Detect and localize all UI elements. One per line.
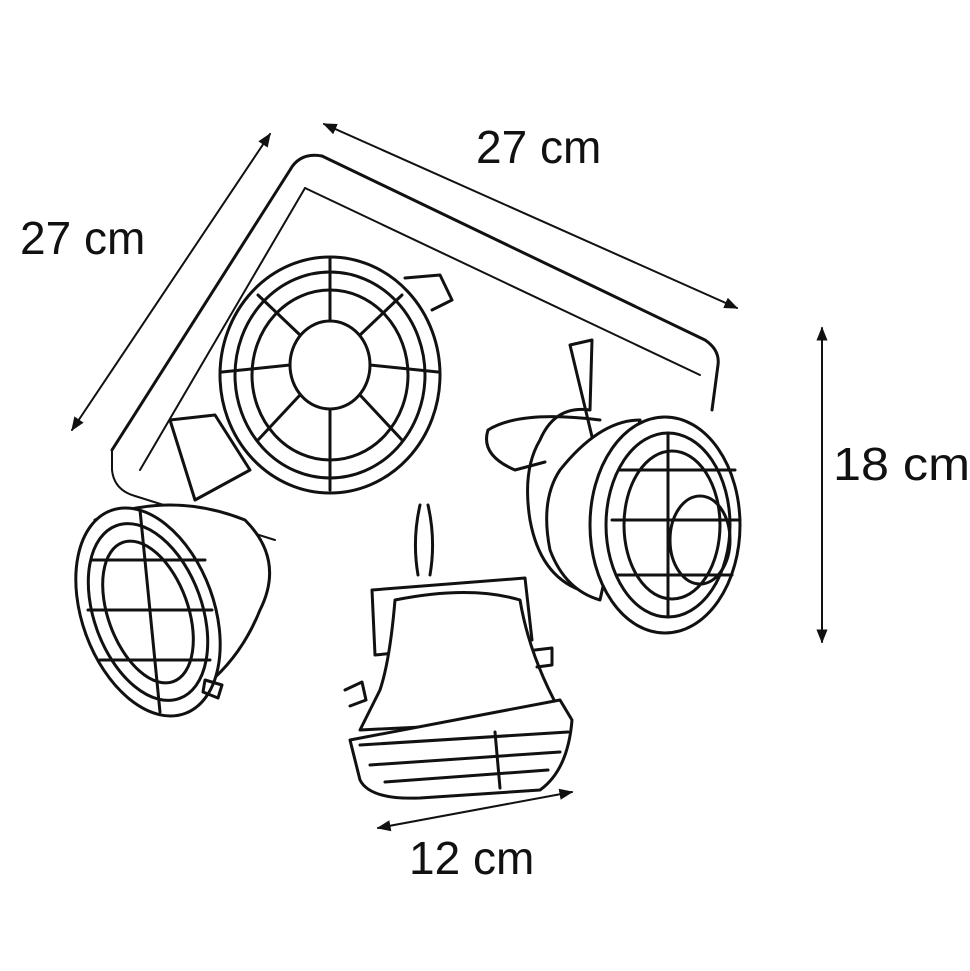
depth-label: 27 cm (20, 212, 145, 264)
dimension-arrows (71, 123, 828, 832)
height-label: 18 cm (833, 438, 970, 490)
width-arrow (322, 123, 739, 309)
depth-arrow (71, 132, 271, 432)
spotlight-left (74, 413, 272, 718)
spotlight-right (485, 338, 742, 635)
diameter-label: 12 cm (409, 832, 534, 884)
diameter-arrow (376, 788, 574, 832)
spotlight-back (218, 255, 454, 495)
width-label: 27 cm (476, 121, 601, 173)
spotlight-front (343, 503, 574, 800)
